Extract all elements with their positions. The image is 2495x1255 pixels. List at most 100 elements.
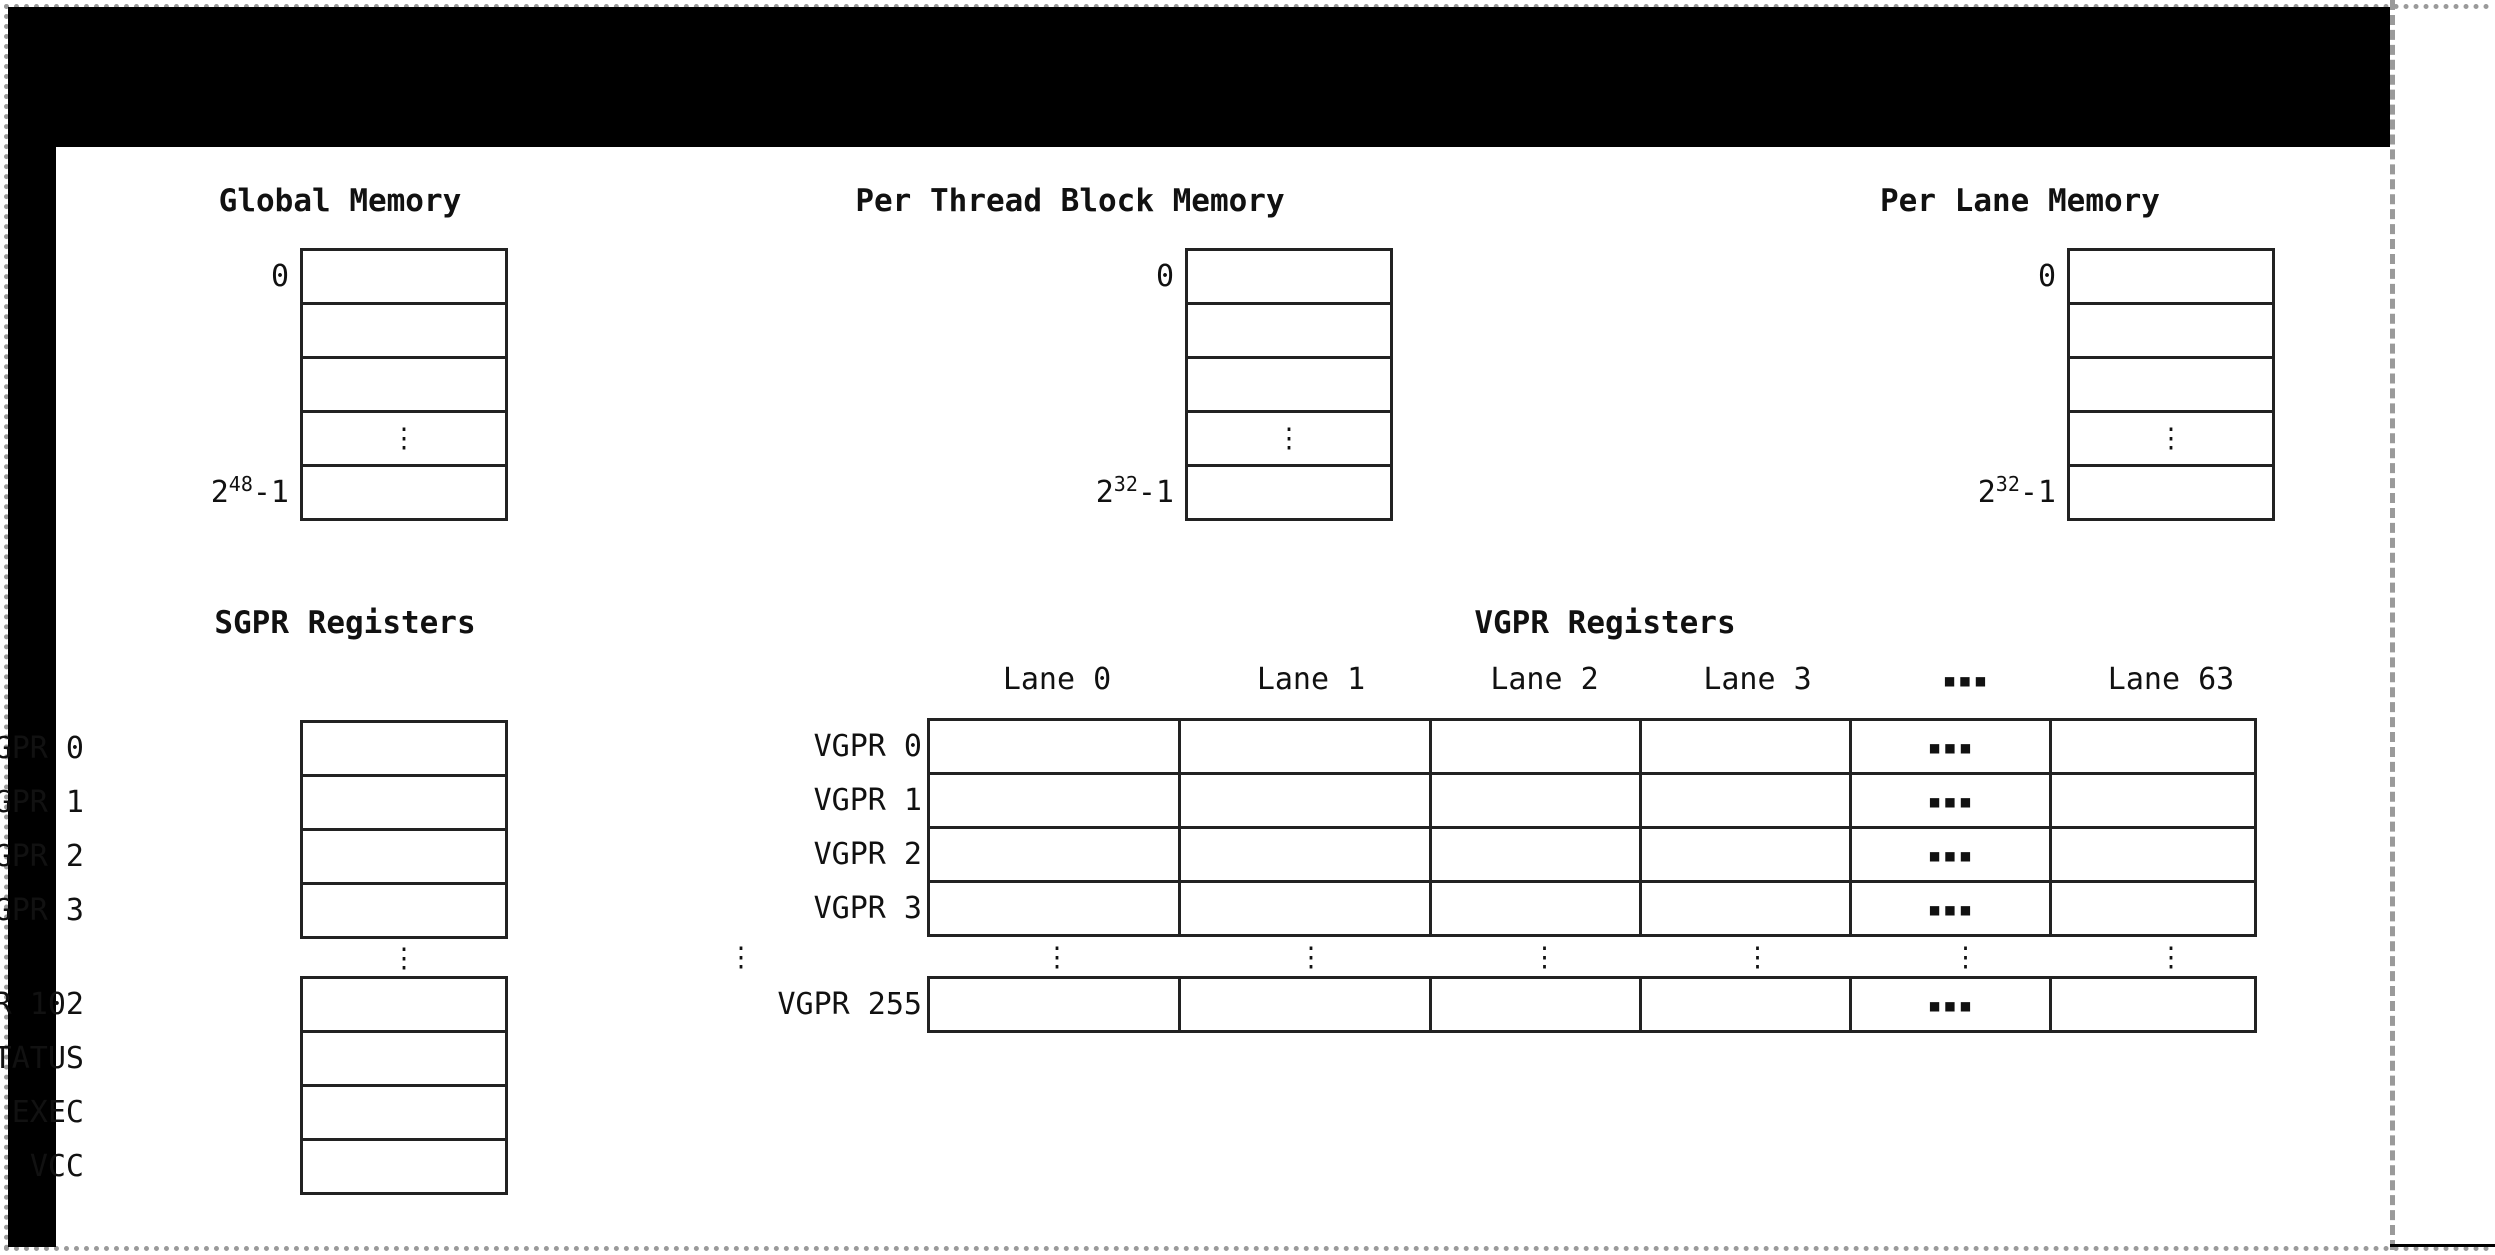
panel-vgpr-registers: VGPR Registers	[1150, 605, 2060, 641]
vgpr-cell[interactable]	[1429, 976, 1642, 1033]
vgpr-grid-body: VGPR 0 ▪▪▪ VGPR 1 ▪▪▪ VGPR 2 ▪▪▪	[728, 718, 2275, 1033]
vgpr-cell[interactable]	[1639, 880, 1852, 937]
sgpr-value-box[interactable]	[300, 1084, 508, 1141]
memory-cell-ellipsis: ⋮	[2067, 410, 2275, 467]
vgpr-lane-header: Lane 1	[1256, 662, 1366, 697]
memory-cell[interactable]: 0	[2038, 248, 2275, 305]
vgpr-row-label: VGPR 255	[777, 987, 923, 1022]
vgpr-row-label: VGPR 3	[813, 891, 922, 926]
vgpr-cell[interactable]	[1429, 880, 1642, 937]
vgpr-cell[interactable]	[1429, 826, 1642, 883]
right-dashed-rule	[2390, 0, 2395, 1250]
per-lane-memory-boxes: 0 ⋮ 232-1	[1978, 248, 2275, 521]
vgpr-cell[interactable]	[927, 826, 1181, 883]
vgpr-lane-header-row: Lane 0 Lane 1 Lane 2 Lane 3 ▪▪▪ Lane 63	[930, 660, 2275, 700]
vgpr-cell[interactable]	[1178, 772, 1432, 829]
vertical-ellipsis-icon: ⋮	[390, 943, 418, 974]
global-memory-boxes: 0 ⋮ 248-1	[211, 248, 508, 521]
page-dotted-frame	[4, 4, 2491, 1251]
panel-per-thread-block-memory: Per Thread Block Memory	[760, 183, 1380, 219]
vgpr-cell[interactable]	[2049, 826, 2257, 883]
sgpr-value-box[interactable]	[300, 828, 508, 885]
memory-cell[interactable]	[1185, 302, 1393, 359]
vgpr-row[interactable]: VGPR 255 ▪▪▪	[778, 976, 2275, 1033]
sgpr-registers-title: SGPR Registers	[214, 605, 476, 641]
horizontal-ellipsis-icon: ▪▪▪	[1942, 666, 1989, 694]
memory-cell[interactable]: 0	[271, 248, 508, 305]
vgpr-cell[interactable]	[927, 976, 1181, 1033]
left-black-bar	[8, 7, 56, 1247]
vgpr-cell[interactable]	[1429, 772, 1642, 829]
vgpr-row[interactable]: VGPR 1 ▪▪▪	[814, 772, 2275, 829]
vertical-ellipsis-icon: ⋮	[727, 942, 755, 973]
per-thread-block-memory-boxes: 0 ⋮ 232-1	[1096, 248, 1393, 521]
vgpr-cell[interactable]	[927, 880, 1181, 937]
vgpr-lane-header: Lane 63	[2107, 662, 2235, 697]
vertical-ellipsis-icon: ⋮	[1744, 942, 1771, 973]
vgpr-row-label: VGPR 0	[813, 729, 922, 764]
vgpr-cell[interactable]	[927, 718, 1181, 775]
per-lane-memory-title: Per Lane Memory	[1880, 183, 2160, 219]
sgpr-value-box[interactable]	[300, 882, 508, 939]
memory-cell-ellipsis: ⋮	[1185, 410, 1393, 467]
vgpr-row[interactable]: VGPR 2 ▪▪▪	[814, 826, 2275, 883]
bottom-rule	[2390, 1244, 2495, 1247]
vgpr-cell[interactable]	[1178, 976, 1432, 1033]
vgpr-cell-ellipsis: ▪▪▪	[1849, 772, 2052, 829]
global-memory-title: Global Memory	[218, 183, 462, 219]
sgpr-row-label: EXEC	[11, 1095, 84, 1130]
sgpr-value-box[interactable]	[300, 976, 508, 1033]
memory-address-first: 0	[1155, 259, 1174, 294]
sgpr-row-label: SGPR 0	[0, 731, 84, 766]
vgpr-cell[interactable]	[1178, 880, 1432, 937]
panel-per-lane-memory: Per Lane Memory	[1790, 183, 2250, 219]
vgpr-cell[interactable]	[2049, 718, 2257, 775]
vgpr-cell[interactable]	[1639, 826, 1852, 883]
memory-cell[interactable]: 232-1	[1978, 464, 2275, 521]
vgpr-cell[interactable]	[2049, 976, 2257, 1033]
vgpr-cell[interactable]	[1178, 718, 1432, 775]
vgpr-cell[interactable]	[2049, 772, 2257, 829]
memory-address-last: 232-1	[1977, 472, 2056, 510]
vgpr-cell[interactable]	[1178, 826, 1432, 883]
memory-cell[interactable]	[300, 302, 508, 359]
vertical-ellipsis-icon: ⋮	[2157, 423, 2185, 454]
sgpr-row-label: VCC	[29, 1149, 84, 1184]
memory-address-first: 0	[270, 259, 289, 294]
vgpr-cell[interactable]	[1639, 772, 1852, 829]
memory-cell[interactable]: 0	[1156, 248, 1393, 305]
memory-address-last: 248-1	[210, 472, 289, 510]
vgpr-cell[interactable]	[1429, 718, 1642, 775]
sgpr-value-box[interactable]	[300, 720, 508, 777]
panel-sgpr-registers: SGPR Registers	[150, 605, 540, 641]
vgpr-row[interactable]: VGPR 3 ▪▪▪	[814, 880, 2275, 937]
vgpr-cell[interactable]	[2049, 880, 2257, 937]
vertical-ellipsis-icon: ⋮	[1043, 942, 1071, 973]
memory-cell[interactable]	[1185, 356, 1393, 413]
memory-cell[interactable]	[300, 356, 508, 413]
memory-cell[interactable]: 232-1	[1096, 464, 1393, 521]
sgpr-row-label: STATUS	[0, 1041, 84, 1076]
vertical-ellipsis-icon: ⋮	[2157, 942, 2185, 973]
vgpr-row[interactable]: VGPR 0 ▪▪▪	[814, 718, 2275, 775]
vgpr-cell[interactable]	[1639, 718, 1852, 775]
vertical-ellipsis-icon: ⋮	[1952, 942, 1979, 973]
sgpr-value-box[interactable]	[300, 1138, 508, 1195]
vgpr-cell[interactable]	[927, 772, 1181, 829]
sgpr-row-label: SGPR 102	[0, 987, 84, 1022]
memory-cell[interactable]	[2067, 302, 2275, 359]
vgpr-cell[interactable]	[1639, 976, 1852, 1033]
sgpr-value-box[interactable]	[300, 1030, 508, 1087]
memory-cell[interactable]	[2067, 356, 2275, 413]
vgpr-lane-header: Lane 0	[1002, 662, 1112, 697]
per-thread-block-memory-title: Per Thread Block Memory	[855, 183, 1285, 219]
vertical-ellipsis-icon: ⋮	[1275, 423, 1303, 454]
vertical-ellipsis-icon: ⋮	[0, 939, 92, 979]
sgpr-row-label: SGPR 2	[0, 839, 84, 874]
sgpr-row-label: SGPR 3	[0, 893, 84, 928]
vgpr-lane-header: Lane 3	[1703, 662, 1812, 697]
memory-cell[interactable]: 248-1	[211, 464, 508, 521]
memory-address-last: 232-1	[1095, 472, 1174, 510]
vgpr-gap-row: ⋮ ⋮ ⋮ ⋮ ⋮ ⋮ ⋮	[728, 937, 2275, 979]
sgpr-value-box[interactable]	[300, 774, 508, 831]
